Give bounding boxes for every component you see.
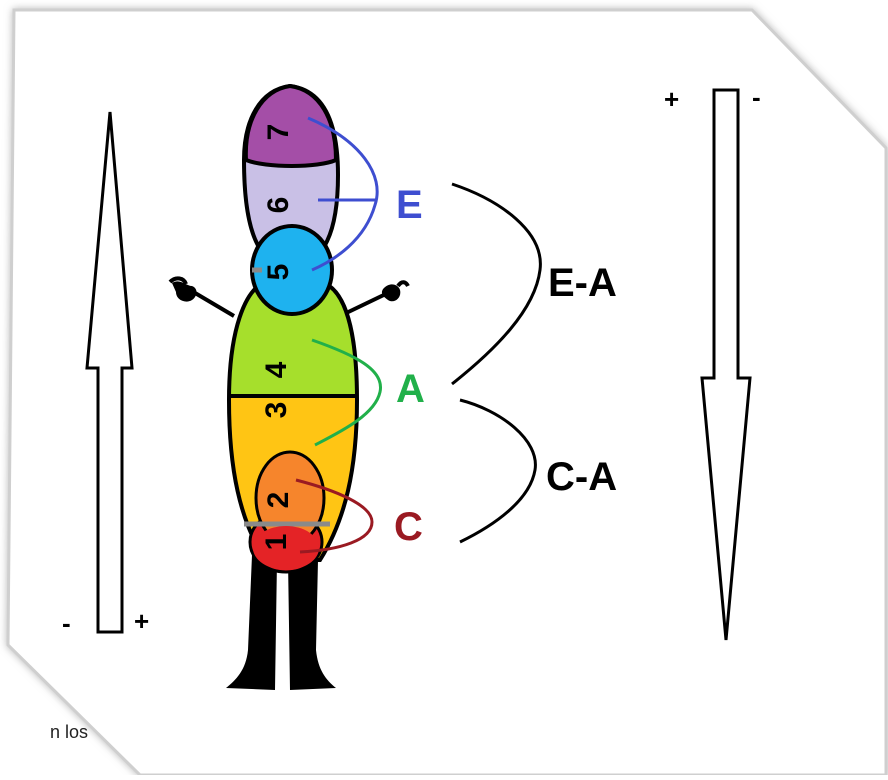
bracket-e-a xyxy=(451,182,542,386)
group-c-connector xyxy=(295,478,374,554)
segment-4-number: 4 xyxy=(260,361,293,378)
group-a-connector xyxy=(311,338,383,447)
segment-1-number: 1 xyxy=(260,534,293,551)
segment-6-number: 6 xyxy=(262,197,295,214)
left-arrow-plus-sign: + xyxy=(134,606,149,636)
page-frame xyxy=(6,8,888,777)
segment-3-number: 3 xyxy=(260,402,293,419)
right-down-arrow-icon xyxy=(700,88,752,641)
clipped-caption: n los xyxy=(50,722,89,742)
left-arrow-minus-sign: - xyxy=(62,608,71,638)
right-arrow-plus-sign: + xyxy=(664,84,679,114)
left-up-arrow-icon xyxy=(85,111,134,634)
group-a-label: A xyxy=(396,367,425,411)
segment-5-number: 5 xyxy=(262,264,295,281)
segment-2-number: 2 xyxy=(262,492,295,509)
bracket-c-a xyxy=(459,398,537,544)
group-e-label: E xyxy=(396,183,423,227)
combined-c-a-label: C-A xyxy=(546,455,617,499)
segment-7-number: 7 xyxy=(262,124,295,141)
group-e-connector xyxy=(307,116,379,272)
right-arrow-minus-sign: - xyxy=(752,82,761,112)
group-c-label: C xyxy=(394,505,423,549)
segment-7-shape xyxy=(243,83,339,168)
combined-e-a-label: E-A xyxy=(548,261,617,305)
arms xyxy=(168,276,410,318)
legs xyxy=(226,555,336,690)
